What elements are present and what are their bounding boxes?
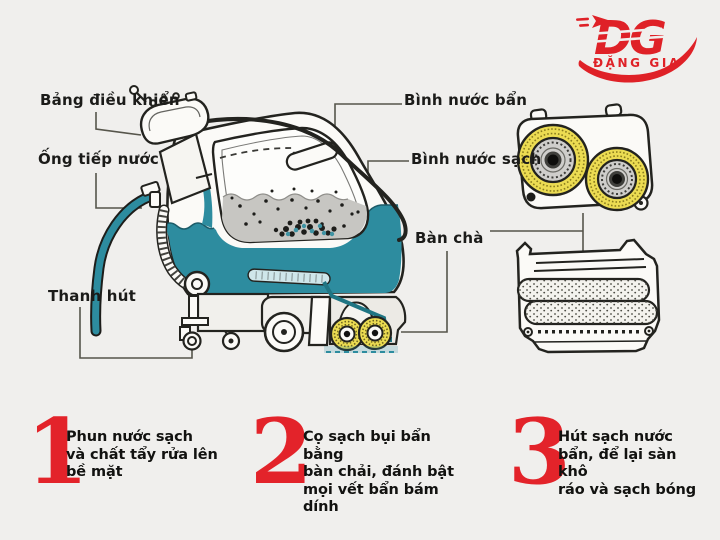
label-squeegee: Thanh hút (48, 287, 136, 305)
squeegee-assembly (179, 295, 209, 351)
step-1-text: Phun nước sạch và chất tẩy rửa lên bề mặ… (66, 429, 218, 480)
machine-brush-unit (307, 281, 407, 353)
company-logo: DG ĐẶNG GIA (576, 11, 697, 83)
clean-water (162, 188, 402, 293)
step-3-number: 3 (508, 399, 571, 505)
label-dirty-water-tank: Bình nước bẩn (404, 91, 528, 109)
recovery-hose (193, 117, 408, 242)
label-clean-water-tank: Bình nước sạch (411, 150, 542, 168)
disc-brush-deck (516, 103, 654, 212)
label-control-panel: Bảng điều khiển (40, 91, 180, 109)
machine-brush-wheels (329, 315, 393, 352)
step-3-text: Hút sạch nước bẩn, để lại sàn khô ráo và… (558, 429, 697, 498)
step-2: 2 Cọ sạch bụi bẩn bằng bàn chải, đánh bậ… (250, 399, 475, 515)
step-2-text: Cọ sạch bụi bẩn bằng bàn chải, đánh bật … (303, 429, 454, 515)
logo-name: ĐẶNG GIA (593, 55, 681, 70)
step-3: 3 Hút sạch nước bẩn, để lại sàn khô ráo … (508, 399, 708, 506)
roller-brush-deck (515, 238, 661, 354)
floor-scrubber-illustration (90, 85, 408, 353)
roller-brushes (516, 277, 659, 326)
front-caster-wheel (182, 331, 202, 351)
step-2-number: 2 (250, 399, 313, 505)
step-1-number: 1 (26, 399, 89, 505)
logo-swoosh (578, 37, 697, 83)
water-fill-hose (90, 190, 157, 337)
control-console (129, 85, 213, 208)
label-brush-deck: Bàn chà (415, 229, 484, 247)
label-water-inlet-hose: Ống tiếp nước (38, 150, 159, 168)
connector-lines (79, 103, 584, 359)
logo-arrow-icon (592, 15, 611, 28)
disc-brush-right (584, 146, 650, 212)
disc-brush-left (516, 123, 590, 197)
chassis-and-wheels (179, 292, 332, 353)
step-1: 1 Phun nước sạch và chất tẩy rửa lên bề … (26, 399, 236, 506)
